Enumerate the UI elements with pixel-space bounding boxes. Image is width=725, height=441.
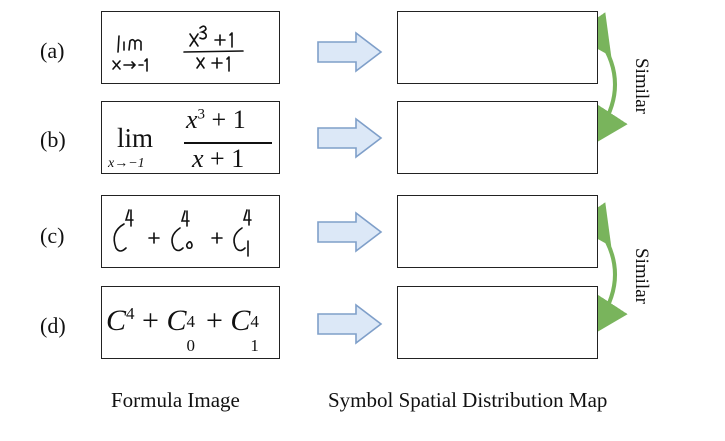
caption-formula-image: Formula Image [111,388,240,412]
similar-label-bottom: Similar [630,248,652,304]
handwritten-limit-formula [112,25,244,72]
formula-image-b: lim x→−1 x3 + 1 x + 1 [101,101,280,174]
similar-label-top: Similar [630,58,652,114]
distribution-map-a [397,11,598,84]
formula-image-a [101,11,280,84]
arrow-d [317,303,383,345]
caption-distribution-map: Symbol Spatial Distribution Map [328,388,608,412]
arrow-a [317,31,383,73]
row-label-b: (b) [40,127,66,152]
typeset-fraction-bar [184,142,272,144]
row-label-c: (c) [40,223,65,248]
distribution-map-d [397,286,598,359]
typeset-denominator: x + 1 [192,144,245,173]
similar-bracket-bottom [572,202,628,337]
distribution-map-c [397,195,598,268]
formula-image-c [101,195,280,268]
typeset-lim-subscript: x→−1 [108,156,145,171]
typeset-numerator: x3 + 1 [186,105,246,134]
arrow-c [317,211,383,253]
similar-bracket-top [572,12,628,147]
handwritten-combination-formula [113,209,252,257]
typeset-lim: lim [117,123,154,153]
row-label-a: (a) [40,38,65,63]
distribution-map-b [397,101,598,174]
row-label-d: (d) [40,313,66,338]
arrow-b [317,117,383,159]
